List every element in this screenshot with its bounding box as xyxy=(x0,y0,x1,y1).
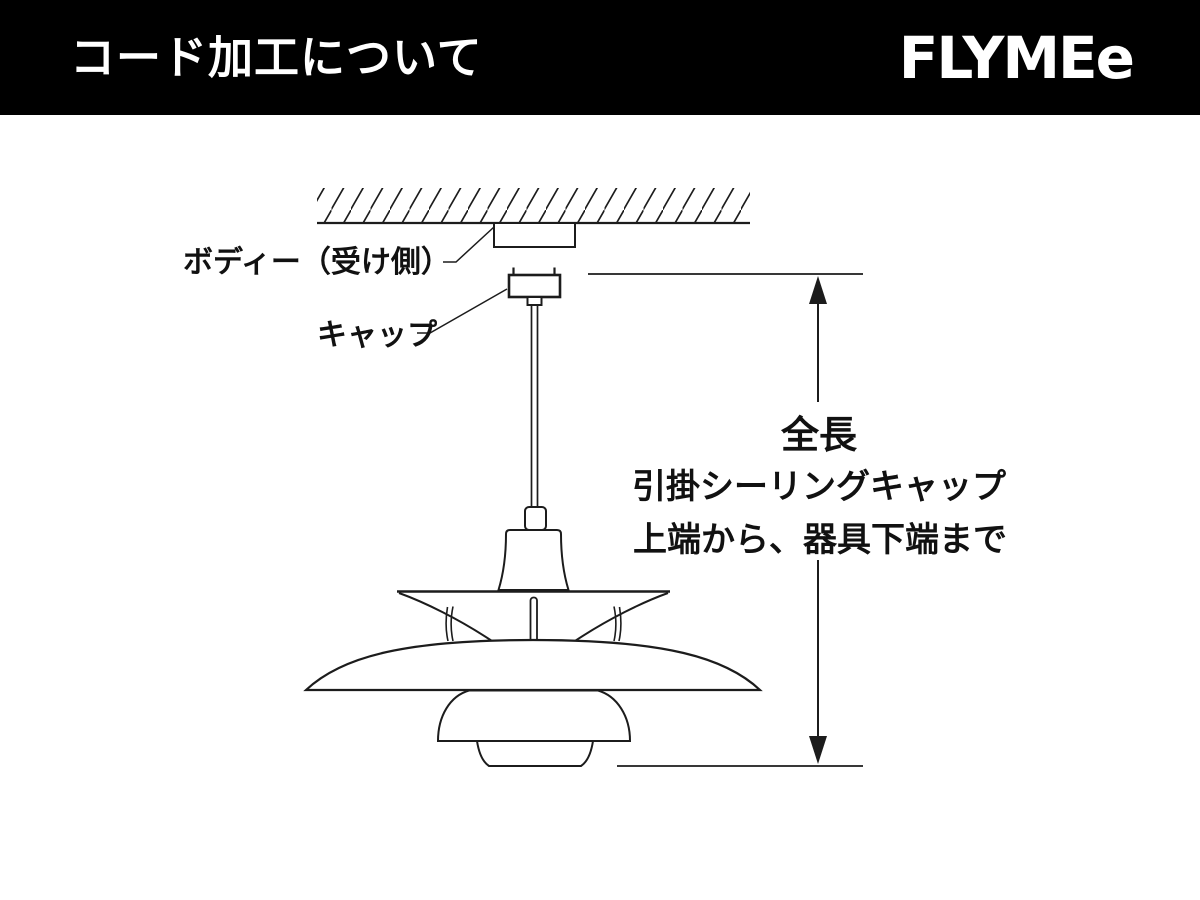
brand-logo: FLYMEe xyxy=(898,23,1135,92)
ceiling-hatch xyxy=(317,188,750,223)
diffuser-cup xyxy=(475,740,595,767)
body-label: ボディー（受け側） xyxy=(183,245,451,280)
cap-body xyxy=(507,273,562,299)
total-length-desc-2: 上端から、器具下端まで xyxy=(633,520,1007,560)
lower-shade xyxy=(436,689,632,742)
page-title: コード加工について xyxy=(70,31,483,84)
cap-neck xyxy=(526,296,543,306)
main-shade xyxy=(303,638,763,692)
header-bar: コード加工について FLYMEe xyxy=(0,0,1200,115)
ceiling-rose-body xyxy=(493,222,576,248)
top-shade-curve-right xyxy=(574,592,669,642)
cord xyxy=(530,305,539,507)
middle-shade-edge-left xyxy=(445,606,454,642)
cap-leader-line xyxy=(417,288,508,334)
middle-shade-edge-right xyxy=(613,606,622,642)
body-leader-line xyxy=(443,226,495,263)
total-length-label: 全長 xyxy=(780,413,858,457)
socket-housing xyxy=(497,529,570,591)
total-length-desc-1: 引掛シーリングキャップ xyxy=(632,467,1006,507)
cap-label: キャップ xyxy=(317,318,438,353)
center-stem xyxy=(529,596,538,644)
arrowhead-up-icon xyxy=(809,276,827,304)
cord-connector xyxy=(524,506,547,531)
arrowhead-down-icon xyxy=(809,736,827,764)
top-shade-curve-left xyxy=(398,592,493,642)
